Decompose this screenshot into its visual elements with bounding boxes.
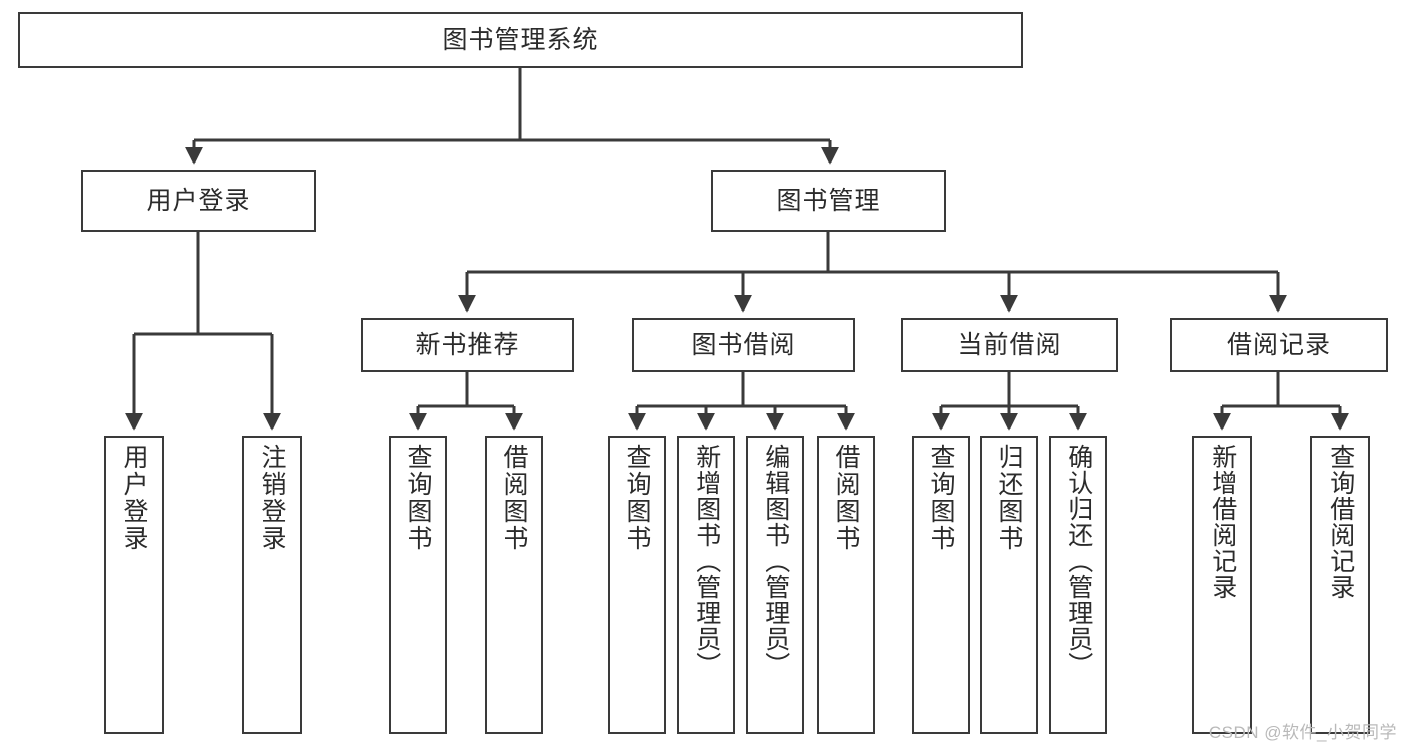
node-label: 借阅图书 xyxy=(500,444,528,552)
leaf-user-login-login[interactable]: 用户登录 xyxy=(104,436,164,734)
leaf-borrow-query-book[interactable]: 查询图书 xyxy=(608,436,666,734)
node-label: 查询图书 xyxy=(623,444,651,552)
node-label: 借阅图书 xyxy=(832,444,860,552)
node-label: 新书推荐 xyxy=(415,330,520,359)
node-label: 图书管理 xyxy=(776,186,881,215)
node-book-borrow[interactable]: 图书借阅 xyxy=(632,318,855,372)
node-label: 图书管理系统 xyxy=(442,25,599,54)
node-label: 当前借阅 xyxy=(957,330,1062,359)
node-label: 查询图书 xyxy=(404,444,432,552)
leaf-current-confirm-return-admin[interactable]: 确认归还（管理员） xyxy=(1049,436,1107,734)
node-root-system[interactable]: 图书管理系统 xyxy=(18,12,1023,68)
leaf-user-login-logout[interactable]: 注销登录 xyxy=(242,436,302,734)
node-label: 编辑图书（管理员） xyxy=(761,444,790,678)
leaf-borrow-borrow-book[interactable]: 借阅图书 xyxy=(817,436,875,734)
node-label: 查询借阅记录 xyxy=(1326,444,1355,600)
node-label: 用户登录 xyxy=(120,444,148,552)
leaf-new-book-query[interactable]: 查询图书 xyxy=(389,436,447,734)
node-label: 确认归还（管理员） xyxy=(1064,444,1093,678)
node-label: 借阅记录 xyxy=(1226,330,1331,359)
leaf-record-add-record[interactable]: 新增借阅记录 xyxy=(1192,436,1252,734)
node-label: 查询图书 xyxy=(927,444,955,552)
node-label: 归还图书 xyxy=(995,444,1023,552)
node-book-management[interactable]: 图书管理 xyxy=(711,170,946,232)
watermark: CSDN @软件_小贺同学 xyxy=(1208,723,1397,742)
node-borrow-record[interactable]: 借阅记录 xyxy=(1170,318,1388,372)
leaf-record-query-record[interactable]: 查询借阅记录 xyxy=(1310,436,1370,734)
node-label: 新增借阅记录 xyxy=(1208,444,1237,600)
leaf-current-query-book[interactable]: 查询图书 xyxy=(912,436,970,734)
node-label: 用户登录 xyxy=(146,186,251,215)
leaf-current-return-book[interactable]: 归还图书 xyxy=(980,436,1038,734)
node-current-borrow[interactable]: 当前借阅 xyxy=(901,318,1118,372)
leaf-new-book-borrow[interactable]: 借阅图书 xyxy=(485,436,543,734)
leaf-borrow-add-book-admin[interactable]: 新增图书（管理员） xyxy=(677,436,735,734)
node-new-book-recommend[interactable]: 新书推荐 xyxy=(361,318,574,372)
node-label: 图书借阅 xyxy=(691,330,796,359)
leaf-borrow-edit-book-admin[interactable]: 编辑图书（管理员） xyxy=(746,436,804,734)
node-user-login[interactable]: 用户登录 xyxy=(81,170,316,232)
node-label: 注销登录 xyxy=(258,444,286,552)
node-label: 新增图书（管理员） xyxy=(692,444,721,678)
